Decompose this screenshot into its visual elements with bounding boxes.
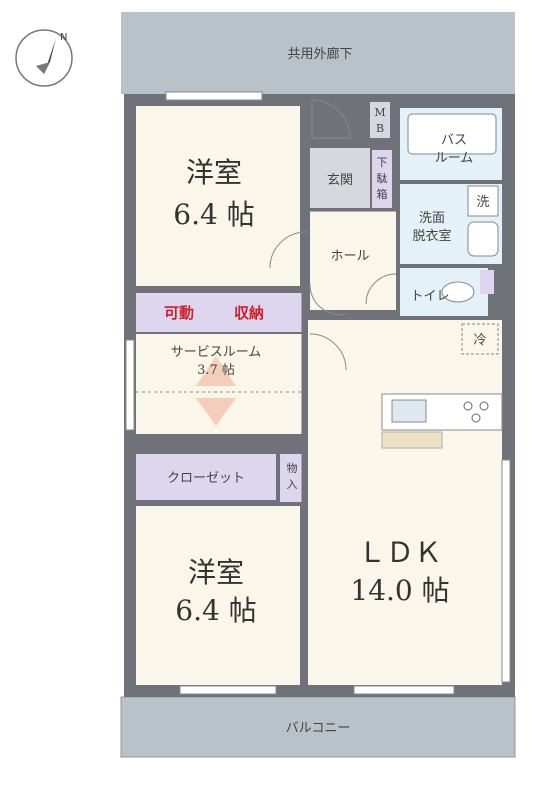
arrow-icon-down xyxy=(196,398,236,426)
ldk-size: 14.0 帖 xyxy=(350,574,449,607)
bathroom-label-1: バス xyxy=(441,133,467,148)
door-swing-icon xyxy=(309,333,347,371)
meter-box-label-2: B xyxy=(376,122,384,135)
washroom-label-2: 脱衣室 xyxy=(412,228,451,244)
sink-icon xyxy=(391,399,427,423)
western-room-bottom-size: 6.4 帖 xyxy=(175,594,256,627)
closet xyxy=(136,454,276,500)
western-room-top xyxy=(136,106,300,286)
movable-storage-label-1: 可動 xyxy=(164,304,194,322)
toilet-storage xyxy=(480,270,494,294)
balcony-area xyxy=(121,697,515,757)
washer-box xyxy=(467,185,499,217)
entrance xyxy=(310,148,370,208)
storage-small-label-2: 入 xyxy=(287,478,298,491)
shared-corridor-area xyxy=(121,12,515,94)
ldk xyxy=(308,320,502,685)
balcony-label: バルコニー xyxy=(286,721,351,736)
closet-label: クローゼット xyxy=(167,471,245,486)
north-arrow-icon xyxy=(15,29,73,87)
toilet-icon xyxy=(441,281,475,303)
bathroom-label-2: ルーム xyxy=(435,151,474,166)
ldk-name: ＬＤＫ xyxy=(358,536,442,569)
toilet-label: トイレ xyxy=(410,289,449,304)
door-swing-icon xyxy=(311,99,351,139)
window-left-middle xyxy=(125,339,135,431)
hall xyxy=(310,210,396,310)
entrance-label: 玄関 xyxy=(327,173,353,188)
fridge-box xyxy=(461,323,499,355)
meter-box xyxy=(370,102,390,138)
movable-storage xyxy=(136,292,304,332)
service-room-size: 3.7 帖 xyxy=(197,363,235,378)
fridge-label: 冷 xyxy=(473,333,486,348)
movable-storage-label-2: 収納 xyxy=(234,304,264,322)
arrow-icon-up xyxy=(196,356,236,386)
door-swing-icon xyxy=(365,273,397,305)
shoe-box-label-1: 下 xyxy=(377,156,388,169)
compass-label: N xyxy=(60,32,67,43)
door-swing-icon xyxy=(269,231,307,269)
shoe-box-label-2: 駄 xyxy=(377,171,388,185)
storage-small xyxy=(280,454,304,502)
window-right-lower xyxy=(501,459,511,683)
washer-label: 洗 xyxy=(476,195,489,210)
door-swing-icon xyxy=(309,283,347,316)
kitchen-shelf xyxy=(381,431,443,449)
stove-icon xyxy=(463,401,473,411)
corridor-label: 共用外廊下 xyxy=(287,46,352,62)
shoe-box xyxy=(372,150,392,208)
hall-label: ホール xyxy=(330,249,369,264)
shoe-box-label-3: 箱 xyxy=(377,187,388,201)
western-room-top-name: 洋室 xyxy=(186,156,242,189)
window-bottom-right xyxy=(353,685,455,695)
western-room-bottom xyxy=(136,506,300,685)
bathtub-icon xyxy=(407,113,497,155)
washroom-label-1: 洗面 xyxy=(419,211,445,226)
meter-box-label-1: M xyxy=(374,106,385,119)
western-room-bottom-name: 洋室 xyxy=(188,556,244,589)
window-bottom-left xyxy=(179,685,277,695)
western-room-top-size: 6.4 帖 xyxy=(173,198,254,231)
service-room-name: サービスルーム xyxy=(171,345,262,360)
window-top-left xyxy=(165,91,263,101)
storage-small-label-1: 物 xyxy=(287,461,298,475)
washbasin-icon xyxy=(467,221,499,257)
